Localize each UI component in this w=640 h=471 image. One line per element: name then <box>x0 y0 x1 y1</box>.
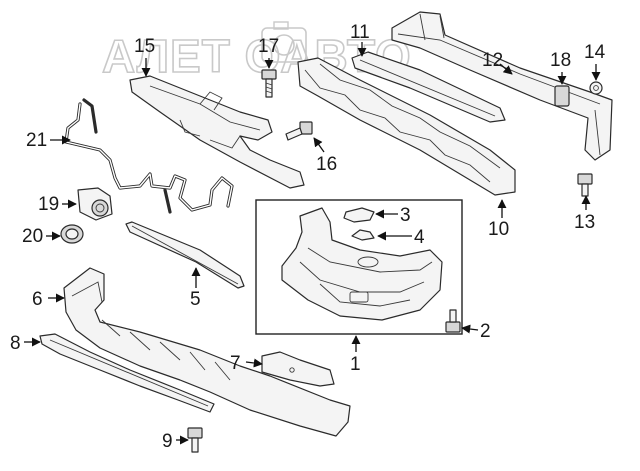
part-13-bolt <box>577 173 593 197</box>
callout-5: 5 <box>190 289 201 310</box>
inset-box-part-1 <box>255 199 463 335</box>
part-4-clip <box>351 229 375 241</box>
part-15-mounting-bracket <box>129 75 305 189</box>
part-8-skid-plate <box>39 333 215 413</box>
callout-7: 7 <box>230 353 241 374</box>
leader-lines <box>24 42 601 445</box>
part-16-bolt <box>285 121 313 141</box>
callout-labels: 1 2 3 4 5 6 7 8 9 10 11 12 13 14 15 16 1… <box>10 22 606 452</box>
part-21-wiring-harness <box>64 98 234 214</box>
callout-21: 21 <box>26 130 47 151</box>
part-10-energy-absorber <box>297 57 516 196</box>
part-17-bolt <box>261 69 277 98</box>
part-6-lower-cover <box>63 267 351 437</box>
callout-18: 18 <box>550 50 571 71</box>
callout-4: 4 <box>414 227 425 248</box>
part-14-nut <box>589 81 603 95</box>
part-2-bolt <box>445 309 461 333</box>
callout-15: 15 <box>134 36 155 57</box>
callout-1: 1 <box>350 354 361 375</box>
watermark-camera-icon <box>261 21 307 63</box>
part-11-absorber-strip <box>351 51 506 123</box>
part-3-cap <box>343 207 375 223</box>
callout-2: 2 <box>480 321 491 342</box>
part-20-sensor-ring <box>60 224 84 244</box>
callout-3: 3 <box>400 205 411 226</box>
part-5-trim-strip <box>125 221 245 289</box>
part-18-clip <box>554 85 570 107</box>
part-1-bumper-cover-insert <box>281 207 443 321</box>
part-9-bolt <box>187 427 203 453</box>
callout-12: 12 <box>482 50 503 71</box>
callout-9: 9 <box>162 431 173 452</box>
callout-16: 16 <box>316 154 337 175</box>
callout-14: 14 <box>584 42 606 63</box>
callout-19: 19 <box>38 194 59 215</box>
callout-17: 17 <box>258 36 279 57</box>
part-19-parking-sensor <box>77 187 113 221</box>
part-7-bracket <box>261 351 335 387</box>
callout-13: 13 <box>574 212 595 233</box>
callout-20: 20 <box>22 226 43 247</box>
callout-8: 8 <box>10 333 21 354</box>
callout-10: 10 <box>488 219 509 240</box>
callout-11: 11 <box>350 22 370 43</box>
callout-6: 6 <box>32 289 43 310</box>
